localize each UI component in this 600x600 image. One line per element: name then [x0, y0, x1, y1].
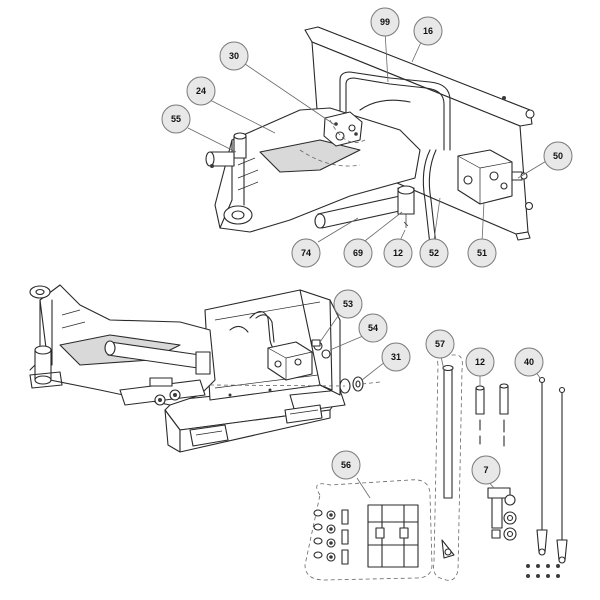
callout-12-top: 12	[383, 238, 413, 268]
hydraulic-lines	[339, 71, 451, 246]
washer-nut	[209, 376, 381, 394]
callout-99: 99	[370, 7, 400, 37]
callout-56: 56	[331, 450, 361, 480]
callout-54: 54	[358, 313, 388, 343]
tie-rods-40	[526, 376, 568, 578]
callout-40: 40	[514, 347, 544, 377]
callout-label: 24	[196, 86, 206, 96]
callout-label: 56	[341, 460, 351, 470]
callout-52: 52	[419, 238, 449, 268]
callout-label: 52	[429, 248, 439, 258]
hydraulic-cylinder	[314, 185, 415, 229]
callout-50: 50	[543, 141, 573, 171]
callout-24: 24	[186, 76, 216, 106]
callout-7: 7	[471, 455, 501, 485]
lower-links	[119, 377, 206, 406]
callout-label: 51	[477, 248, 487, 258]
callout-57: 57	[425, 329, 455, 359]
callout-label: 30	[229, 51, 239, 61]
bracket-frame	[367, 504, 419, 568]
callout-53: 53	[333, 289, 363, 319]
pins-12	[475, 383, 509, 447]
callout-30: 30	[219, 41, 249, 71]
linkage-bracket	[323, 111, 363, 147]
callout-label: 57	[435, 339, 445, 349]
callout-51: 51	[467, 238, 497, 268]
callout-74: 74	[291, 238, 321, 268]
callout-55: 55	[161, 104, 191, 134]
callouts: 16 99 30 24 55 50 74 69 12 52 51 53 54 3…	[161, 7, 573, 485]
callout-label: 12	[475, 357, 485, 367]
valve-block	[457, 149, 528, 205]
lift-cylinder	[104, 340, 211, 375]
long-pin-57	[433, 354, 463, 581]
callout-label: 55	[171, 114, 181, 124]
callout-31: 31	[381, 342, 411, 372]
pivot-pin	[205, 151, 235, 168]
callout-label: 69	[353, 248, 363, 258]
callout-label: 7	[483, 465, 488, 475]
fittings	[311, 339, 331, 359]
callout-label: 50	[553, 151, 563, 161]
tie-rod-nuts	[526, 564, 560, 578]
mid-valve-block	[267, 341, 313, 381]
callout-label: 53	[343, 299, 353, 309]
callout-16: 16	[413, 16, 443, 46]
pin-7	[487, 487, 517, 541]
callout-label: 74	[301, 248, 311, 258]
callout-label: 12	[393, 248, 403, 258]
top-assembly	[205, 26, 535, 246]
callout-label: 40	[524, 357, 534, 367]
callout-label: 99	[380, 17, 390, 27]
callout-label: 16	[423, 26, 433, 36]
hardware-bolts	[313, 509, 349, 565]
frame-base	[164, 384, 346, 453]
callout-12-bottom: 12	[465, 347, 495, 377]
hardware-kit	[304, 479, 433, 581]
callout-label: 31	[391, 352, 401, 362]
loader-arm	[214, 107, 421, 233]
middle-assembly	[29, 284, 381, 453]
bucket-link	[29, 345, 63, 389]
callout-label: 54	[368, 323, 378, 333]
callout-69: 69	[343, 238, 373, 268]
